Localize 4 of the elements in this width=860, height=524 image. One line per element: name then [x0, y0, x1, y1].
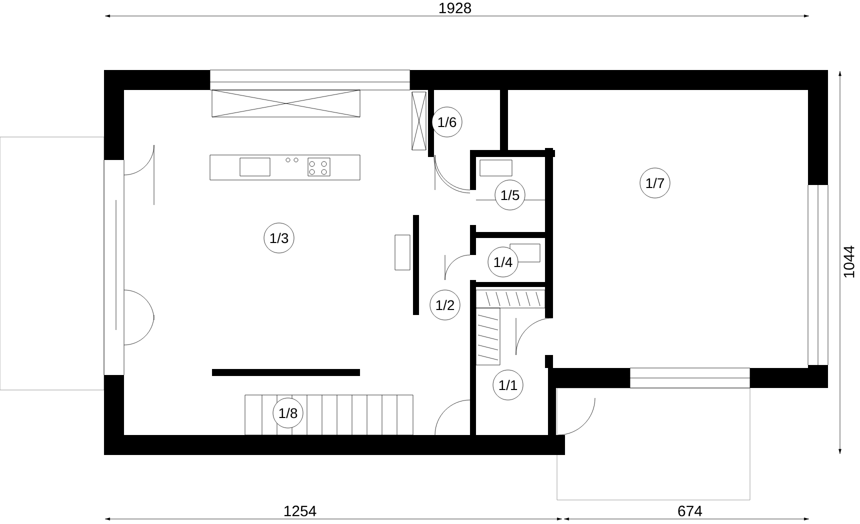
dimension-label: 1928: [437, 2, 473, 14]
dimension-label: 674: [676, 504, 704, 518]
dimension-label: 1044: [842, 244, 856, 280]
dimension-label: 1254: [282, 504, 318, 518]
